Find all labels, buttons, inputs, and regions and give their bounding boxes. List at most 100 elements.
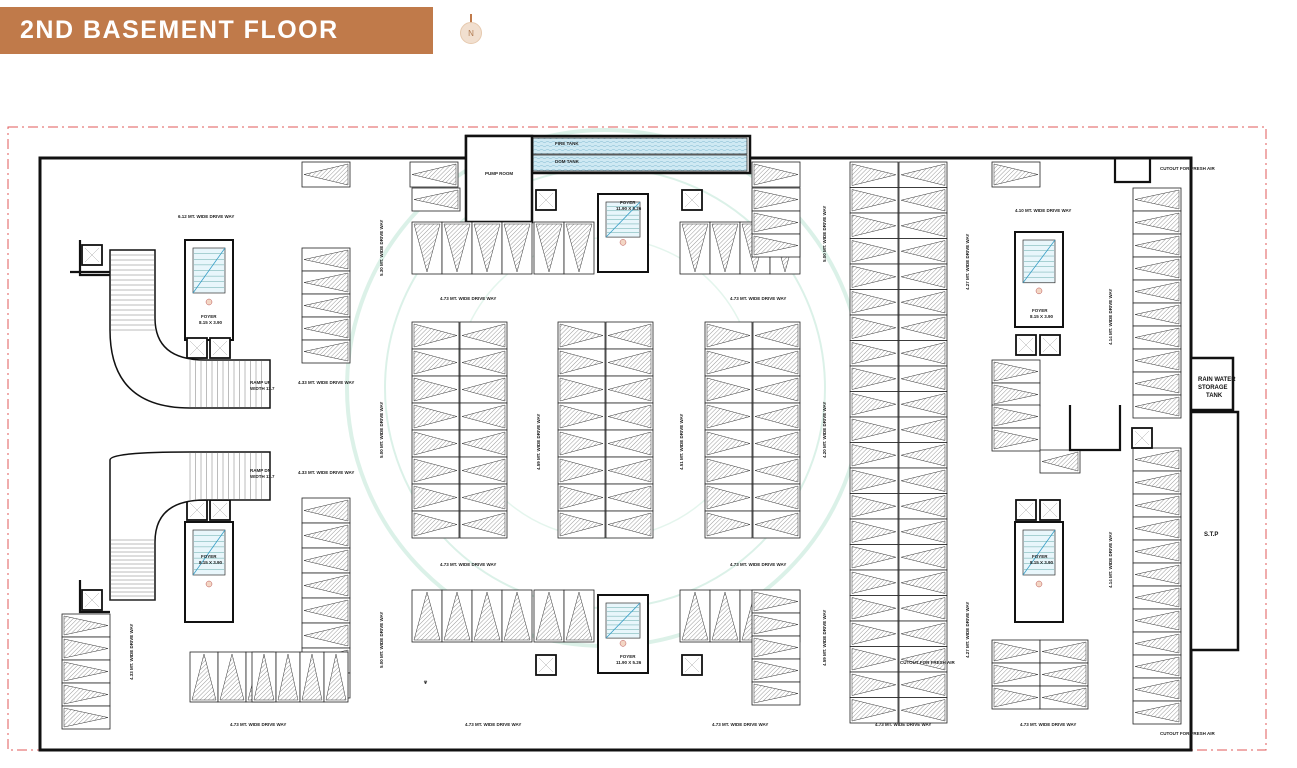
parking-bay xyxy=(991,639,1041,664)
parking-bay xyxy=(557,402,606,431)
parking-bay xyxy=(704,483,753,512)
parking-bay xyxy=(1132,677,1182,702)
parking-bay xyxy=(301,270,351,295)
parking-bay xyxy=(605,483,654,512)
parking-bay xyxy=(1132,654,1182,679)
parking-bay xyxy=(1132,187,1182,212)
parking-bay xyxy=(411,321,460,350)
parking-bay xyxy=(557,483,606,512)
drive-way-410: 4.10 MT. WIDE DRIVE WAY xyxy=(1015,208,1071,213)
parking-bay xyxy=(849,569,899,596)
parking-bay xyxy=(1132,256,1182,281)
core-right-lower xyxy=(1014,521,1064,623)
parking-bay xyxy=(605,429,654,458)
parking-bay xyxy=(411,221,443,275)
parking-bay xyxy=(751,187,801,212)
drive-way-414-upper: 4.14 MT. WIDE DRIVE WAY xyxy=(1108,289,1113,345)
parking-bay xyxy=(849,238,899,265)
service-rooms-right xyxy=(1189,356,1240,652)
parking-bay xyxy=(459,348,508,377)
parking-bay xyxy=(61,659,111,684)
parking-bay xyxy=(898,544,948,571)
ramp-up-width: WIDTH 11.7 xyxy=(250,386,275,391)
parking-bay xyxy=(991,161,1041,188)
cutout-mid-label: CUTOUT FOR FRESH AIR xyxy=(900,660,955,665)
north-label: N xyxy=(468,28,474,38)
core-right-upper xyxy=(1014,231,1064,328)
parking-bay xyxy=(411,429,460,458)
parking-bay xyxy=(459,483,508,512)
parking-bay xyxy=(849,518,899,545)
north-needle xyxy=(470,14,472,26)
drive-way-500-lower: 5.00 MT. WIDE DRIVE WAY xyxy=(379,612,384,668)
parking-bay xyxy=(411,187,461,212)
parking-bay xyxy=(751,161,801,188)
drive-way-459: 4.59 MT. WIDE DRIVE WAY xyxy=(536,414,541,470)
core-top xyxy=(597,193,649,273)
parking-bay xyxy=(898,646,948,673)
parking-bay xyxy=(898,340,948,367)
parking-bay xyxy=(849,442,899,469)
parking-bay xyxy=(849,161,899,188)
parking-bay xyxy=(301,316,351,341)
parking-bay xyxy=(61,636,111,661)
parking-bay xyxy=(1039,639,1089,664)
parking-bay xyxy=(898,263,948,290)
parking-bay xyxy=(751,612,801,637)
parking-bay xyxy=(1132,279,1182,304)
lift-right-service xyxy=(1131,427,1153,449)
parking-bay xyxy=(217,651,247,703)
parking-bay xyxy=(441,589,473,643)
fire-tank-label: FIRE TANK xyxy=(555,141,579,146)
parking-bay xyxy=(301,293,351,318)
parking-bay xyxy=(704,375,753,404)
parking-bay xyxy=(898,391,948,418)
foyer-left-lower-dim: 8.15 X 3.90 xyxy=(199,560,223,565)
plan-labels: FIRE TANK DOM TANK PUMP ROOM RAIN WATER … xyxy=(129,141,1236,736)
parking-bay xyxy=(751,589,801,614)
lift-top-a xyxy=(535,189,557,211)
parking-bay xyxy=(557,321,606,350)
pump-room-label: PUMP ROOM xyxy=(485,171,513,176)
parking-bay xyxy=(605,321,654,350)
parking-bay xyxy=(61,705,111,730)
parking-bay xyxy=(898,161,948,188)
parking-bay xyxy=(501,221,533,275)
parking-bay xyxy=(704,429,753,458)
parking-bay xyxy=(189,651,219,703)
parking-bay xyxy=(1039,449,1081,474)
parking-bay xyxy=(533,221,565,275)
drive-way-427-upper: 4.27 MT. WIDE DRIVE WAY xyxy=(965,234,970,290)
parking-bay xyxy=(849,212,899,239)
parking-bay xyxy=(1132,210,1182,235)
foyer-top-dim: 11.90 X 5.26 xyxy=(616,206,642,211)
parking-bay xyxy=(1132,470,1182,495)
parking-bay xyxy=(849,289,899,316)
parking-bay xyxy=(704,510,753,539)
parking-bay xyxy=(441,221,473,275)
lift-right-lower-b xyxy=(1039,499,1061,521)
drive-way-530: 5.30 MT. WIDE DRIVE WAY xyxy=(379,220,384,276)
parking-bay xyxy=(411,483,460,512)
parking-bay xyxy=(898,365,948,392)
parking-bay xyxy=(471,589,503,643)
parking-bay xyxy=(61,682,111,707)
parking-bay xyxy=(898,569,948,596)
floor-title: 2ND BASEMENT FLOOR xyxy=(20,16,339,44)
parking-bay xyxy=(411,456,460,485)
cutout-top-label: CUTOUT FOR FRESH AIR xyxy=(1160,166,1215,171)
parking-bay xyxy=(704,402,753,431)
parking-bay xyxy=(991,359,1041,384)
parking-bay xyxy=(898,671,948,698)
drive-way-473-f: 4.73 MT. WIDE DRIVE WAY xyxy=(465,722,521,727)
parking-bay xyxy=(301,247,351,272)
parking-bay xyxy=(1132,325,1182,350)
parking-bay xyxy=(275,651,301,703)
parking-bay xyxy=(471,221,503,275)
parking-bay xyxy=(849,697,899,724)
foyer-left-lower-label: FOYER xyxy=(201,554,217,559)
core-bottom xyxy=(597,594,649,674)
parking-bay xyxy=(849,263,899,290)
drive-way-420: 4.20 MT. WIDE DRIVE WAY xyxy=(822,402,827,458)
drive-way-473-i: 4.73 MT. WIDE DRIVE WAY xyxy=(1020,722,1076,727)
